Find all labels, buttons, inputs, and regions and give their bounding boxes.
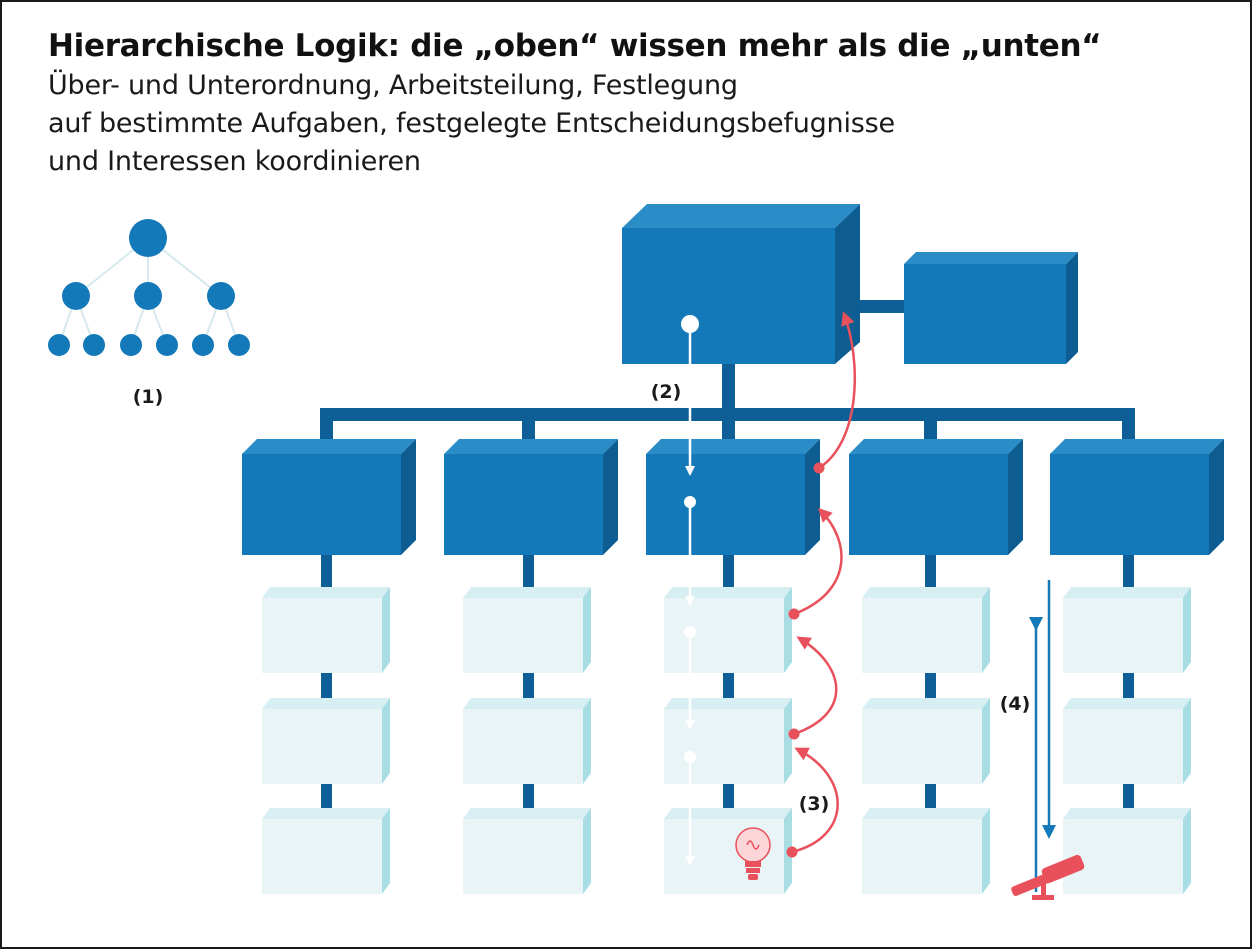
light-box bbox=[862, 808, 990, 894]
connector-lines bbox=[320, 300, 1135, 812]
org-tree-icon bbox=[48, 219, 250, 356]
label-3: (3) bbox=[799, 793, 830, 815]
bidirectional-arrow bbox=[1029, 580, 1056, 892]
light-box bbox=[664, 587, 792, 673]
light-boxes bbox=[262, 587, 1191, 894]
lightbulb-icon bbox=[735, 827, 771, 880]
light-box bbox=[262, 587, 390, 673]
label-4: (4) bbox=[1000, 693, 1031, 715]
upward-feedback-arrows bbox=[791, 311, 857, 854]
light-box bbox=[862, 587, 990, 673]
label-2: (2) bbox=[651, 381, 682, 403]
light-box bbox=[664, 808, 792, 894]
flow-dots bbox=[681, 315, 699, 763]
middle-box-3 bbox=[646, 439, 820, 555]
middle-box-4 bbox=[849, 439, 1023, 555]
light-box bbox=[262, 808, 390, 894]
light-box bbox=[1063, 808, 1191, 894]
subtitle-line-1: Über- und Unterordnung, Arbeitsteilung, … bbox=[48, 70, 738, 101]
subtitle-line-2: auf bestimmte Aufgaben, festgelegte Ents… bbox=[48, 108, 895, 139]
top-box bbox=[622, 204, 860, 364]
light-box bbox=[1063, 698, 1191, 784]
light-box bbox=[664, 698, 792, 784]
middle-box-5 bbox=[1050, 439, 1224, 555]
middle-box-2 bbox=[444, 439, 618, 555]
light-box bbox=[862, 698, 990, 784]
light-box bbox=[463, 698, 591, 784]
label-1: (1) bbox=[133, 386, 164, 408]
staff-box bbox=[904, 252, 1078, 364]
figure-title: Hierarchische Logik: die „oben“ wissen m… bbox=[48, 28, 1102, 64]
light-box bbox=[463, 587, 591, 673]
subtitle-line-3: und Interessen koordinieren bbox=[48, 146, 421, 177]
middle-box-1 bbox=[242, 439, 416, 555]
telescope-icon bbox=[1011, 854, 1085, 900]
feedback-dots bbox=[786, 462, 825, 858]
light-box bbox=[1063, 587, 1191, 673]
light-box bbox=[463, 808, 591, 894]
light-box bbox=[262, 698, 390, 784]
